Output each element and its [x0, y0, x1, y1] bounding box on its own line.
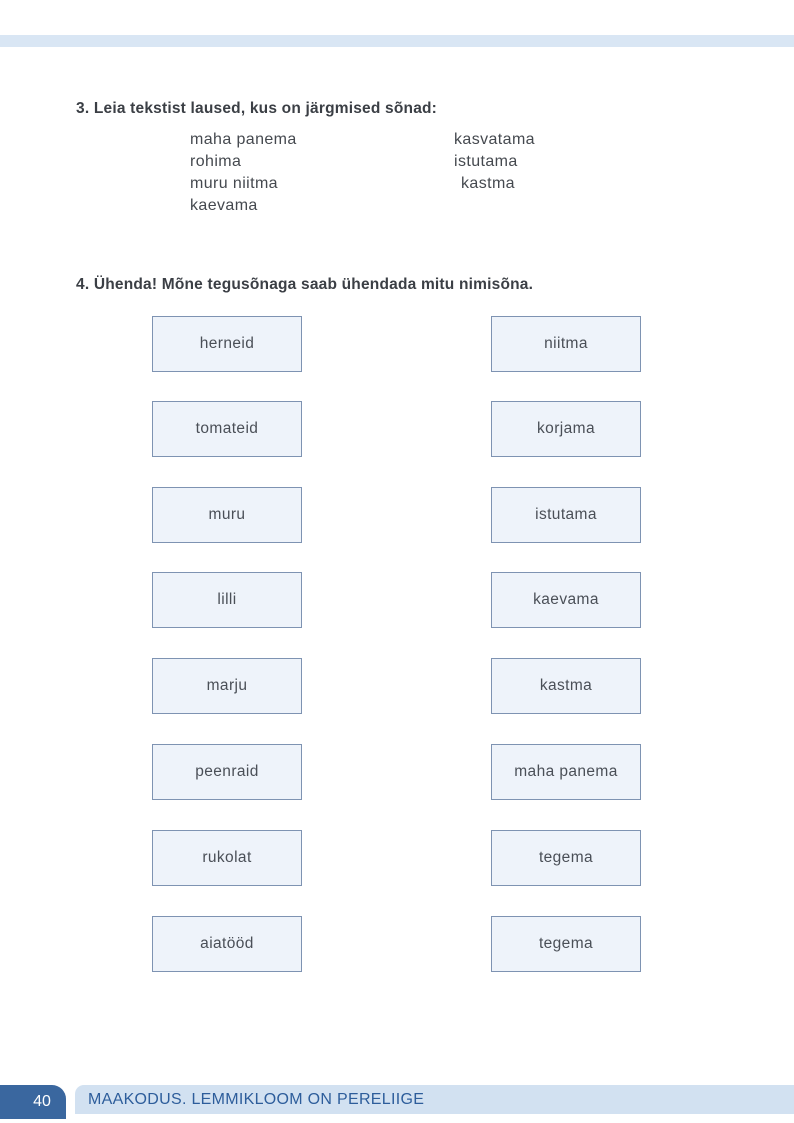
- noun-box[interactable]: peenraid: [152, 744, 302, 800]
- verb-box[interactable]: tegema: [491, 916, 641, 972]
- top-accent-bar: [0, 35, 794, 47]
- verb-box[interactable]: kaevama: [491, 572, 641, 628]
- word-item: kasvatama: [454, 131, 535, 148]
- exercise4-title: 4. Ühenda! Mõne tegusõnaga saab ühendada…: [76, 275, 534, 293]
- noun-box[interactable]: herneid: [152, 316, 302, 372]
- verb-box[interactable]: niitma: [491, 316, 641, 372]
- footer-bar: MAAKODUS. LEMMIKLOOM ON PERELIIGE: [75, 1085, 794, 1114]
- verb-box[interactable]: maha panema: [491, 744, 641, 800]
- noun-box[interactable]: tomateid: [152, 401, 302, 457]
- noun-box[interactable]: lilli: [152, 572, 302, 628]
- noun-box[interactable]: marju: [152, 658, 302, 714]
- verb-box[interactable]: kastma: [491, 658, 641, 714]
- exercise3-word-list-right: kasvatama istutama kastma: [454, 129, 535, 195]
- word-item: rohima: [190, 153, 242, 170]
- page-number: 40: [33, 1093, 51, 1110]
- page-number-tab: 40: [0, 1085, 66, 1119]
- word-item: kastma: [461, 175, 515, 192]
- noun-box[interactable]: aiatööd: [152, 916, 302, 972]
- word-item: istutama: [454, 153, 518, 170]
- verb-box[interactable]: tegema: [491, 830, 641, 886]
- verb-box[interactable]: istutama: [491, 487, 641, 543]
- word-item: kaevama: [190, 197, 258, 214]
- verb-box[interactable]: korjama: [491, 401, 641, 457]
- noun-box[interactable]: rukolat: [152, 830, 302, 886]
- exercise3-word-list-left: maha panema rohima muru niitma kaevama: [190, 129, 297, 217]
- word-item: muru niitma: [190, 175, 278, 192]
- noun-box[interactable]: muru: [152, 487, 302, 543]
- word-item: maha panema: [190, 131, 297, 148]
- exercise3-title: 3. Leia tekstist laused, kus on järgmise…: [76, 99, 438, 117]
- footer-section-title: MAAKODUS. LEMMIKLOOM ON PERELIIGE: [88, 1090, 425, 1108]
